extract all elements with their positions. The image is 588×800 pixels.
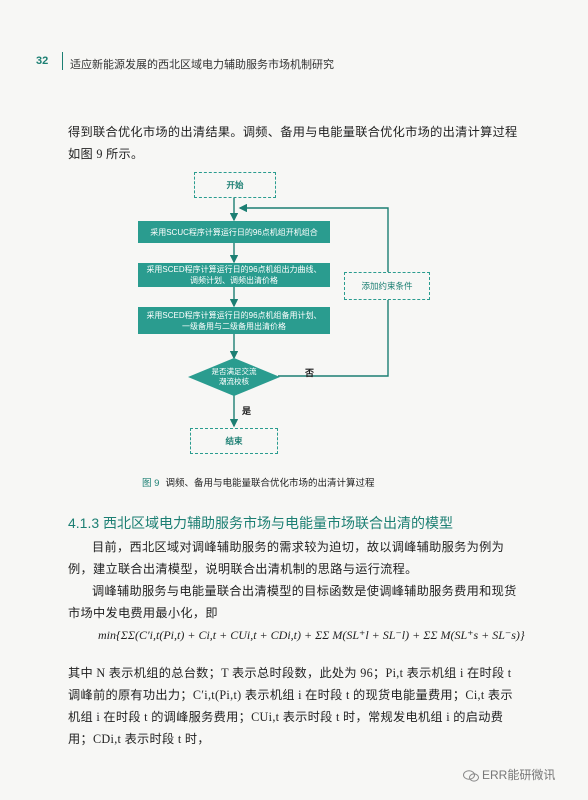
flow-step1: 采用SCUC程序计算运行日的96点机组开机组合 [138,221,330,243]
yes-label: 是 [242,406,252,416]
body-paragraph-1: 目前，西北区域对调峰辅助服务的需求较为迫切，故以调峰辅助服务为例为例，建立联合出… [68,540,505,576]
page-number: 32 [36,55,49,67]
flow-step3: 采用SCED程序计算运行日的96点机组备用计划、一级备用与二级备用出清价格 [138,307,330,334]
body-paragraph-3: 其中 N 表示机组的总台数；T 表示总时段数，此处为 96；Pi,t 表示机组 … [68,666,513,746]
intro-paragraph: 得到联合优化市场的出清结果。调频、备用与电能量联合优化市场的出清计算过程如图 9… [68,125,518,161]
figure-number: 图 9 [142,478,160,489]
body-paragraph-2: 调峰辅助服务与电能量联合出清模型的目标函数是使调峰辅助服务费用和现货市场中发电费… [68,584,517,620]
objective-formula: min{ΣΣ(C′i,t(Pi,t) + Ci,t + CUi,t + CDi,… [98,628,525,642]
figure-caption-text: 调频、备用与电能量联合优化市场的出清计算过程 [165,478,375,489]
decision-label: 是否满足交流潮流校核 [211,367,257,386]
header-divider [62,52,63,70]
watermark: ERR能研微讯 [463,766,555,783]
flow-decision: 是否满足交流潮流校核 [188,358,280,396]
no-label: 否 [305,368,315,378]
add-constraint-node: 添加约束条件 [344,272,430,300]
running-title: 适应新能源发展的西北区域电力辅助服务市场机制研究 [70,59,334,71]
decision-diamond-shape [188,358,280,396]
figure-caption: 图 9 调频、备用与电能量联合优化市场的出清计算过程 [142,475,374,489]
flow-start-node: 开始 [194,172,276,198]
wechat-icon [463,770,479,782]
watermark-text: ERR能研微讯 [482,768,556,782]
section-heading: 4.1.3 西北区域电力辅助服务市场与电能量市场联合出清的模型 [68,515,454,531]
flow-step2: 采用SCED程序计算运行日的96点机组出力曲线、调频计划、调频出清价格 [138,263,330,287]
flow-end-node: 结束 [190,428,278,454]
